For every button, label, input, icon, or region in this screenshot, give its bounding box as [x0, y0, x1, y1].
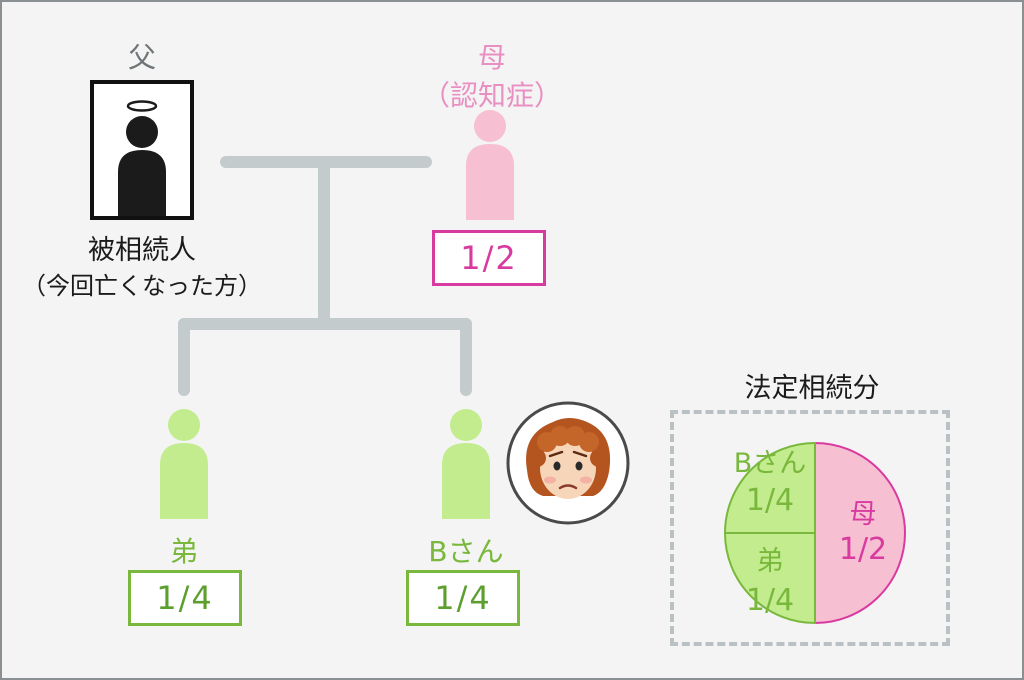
descendant-connector [318, 156, 330, 330]
father-portrait-frame [90, 80, 194, 220]
pie-label-mother: 母 [850, 499, 877, 530]
b-san-relation-label: Bさん [428, 535, 504, 568]
worried-woman-face-icon [506, 401, 630, 525]
pie-value-mother: 1/2 [839, 532, 887, 567]
legal-share-title: 法定相続分 [744, 373, 880, 404]
b-san-drop-line [460, 318, 472, 396]
halo-person-icon [118, 100, 166, 216]
pie-label-b-san: Bさん [734, 448, 807, 479]
brother-share-box: 1/4 [128, 570, 242, 626]
mother-condition-label: （認知症） [421, 79, 562, 112]
pie-slice-b-san [723, 532, 816, 625]
father-role-label: 被相続人 [88, 235, 196, 266]
mother-person-icon [466, 110, 514, 220]
mother-share-box: 1/2 [432, 230, 546, 286]
father-relation-label: 父 [127, 41, 156, 74]
legal-share-dashed-box [670, 410, 950, 646]
brother-relation-label: 弟 [169, 535, 198, 568]
b-san-share-box: 1/4 [406, 570, 520, 626]
pie-slice-mother [814, 441, 906, 625]
pie-label-brother: 弟 [757, 546, 784, 577]
pie-slice-brother [723, 441, 816, 534]
pie-value-brother: 1/4 [746, 583, 794, 618]
legal-share-pie-chart: 母 1/2 Bさん 1/4 弟 1/4 [723, 441, 906, 625]
b-san-person-icon [442, 409, 490, 519]
pie-value-b-san: 1/4 [746, 483, 794, 518]
father-note-label: （今回亡くなった方） [22, 272, 262, 300]
children-connector [178, 318, 472, 330]
mother-relation-label: 母 [477, 41, 506, 74]
brother-drop-line [178, 318, 190, 396]
brother-person-icon [160, 409, 208, 519]
